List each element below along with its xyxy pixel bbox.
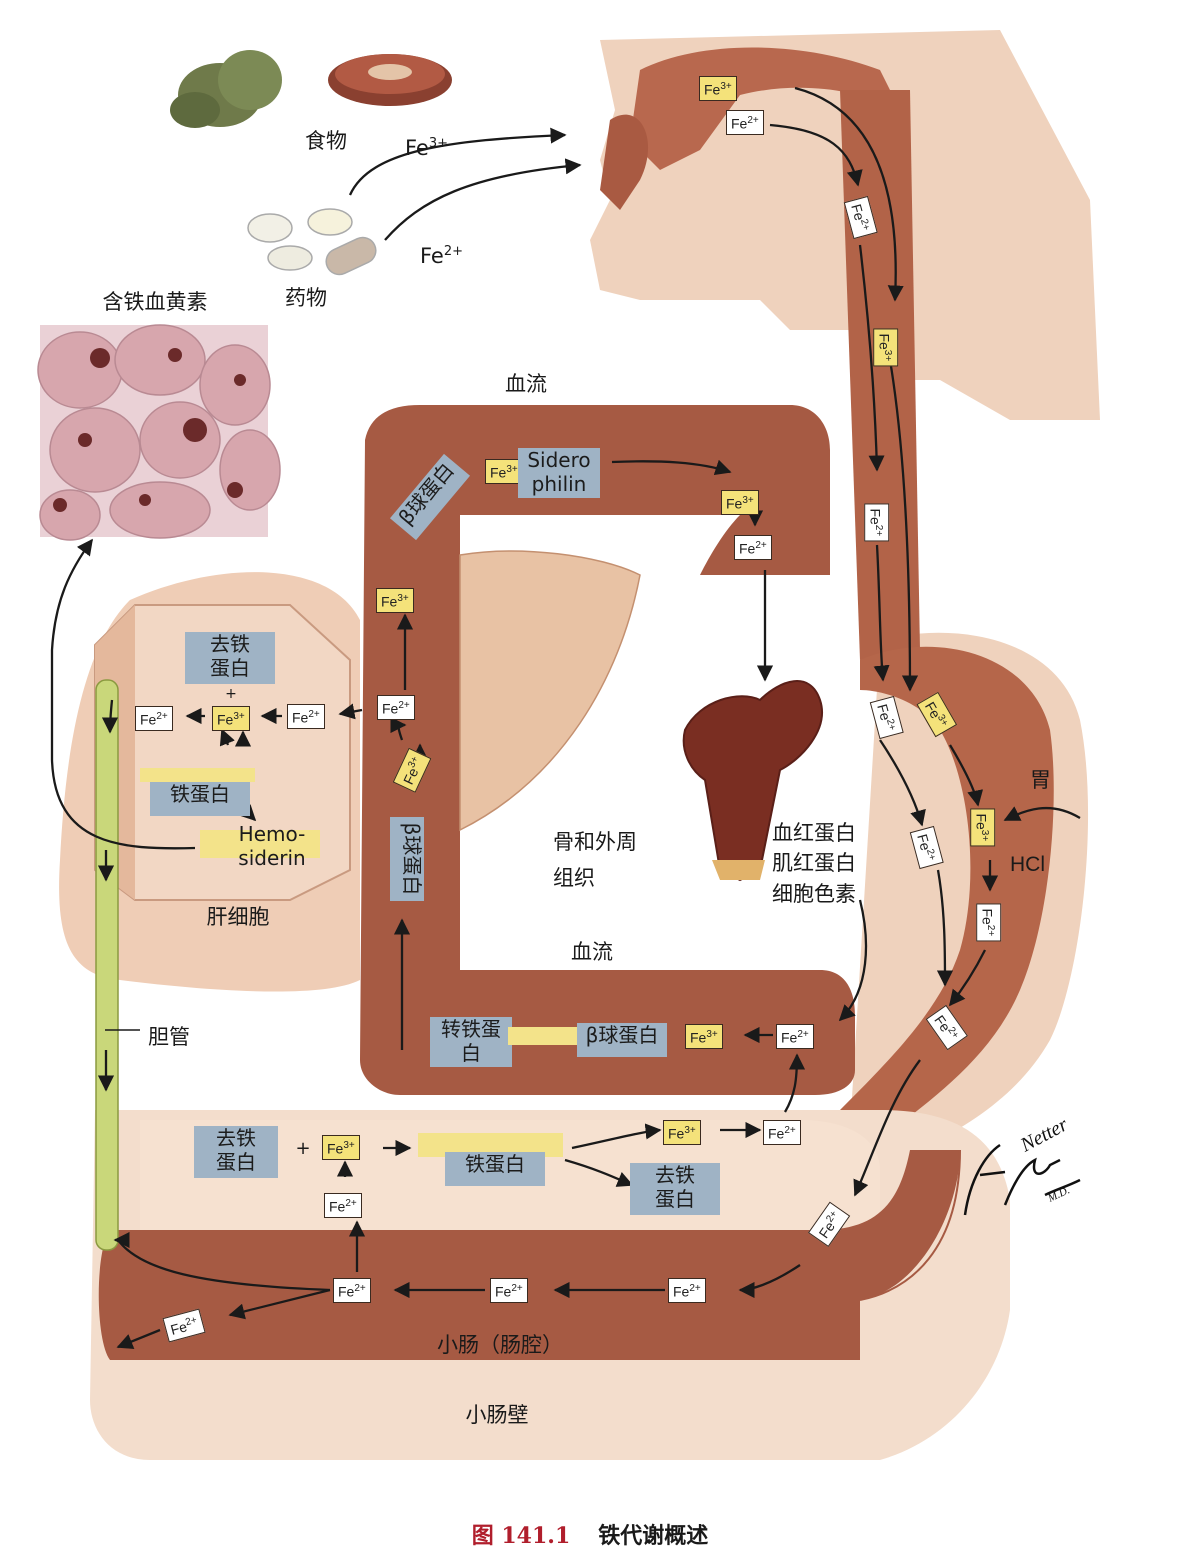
ferritin-gut: 铁蛋白 xyxy=(445,1152,545,1186)
hemosiderin-protein: Hemo- siderin xyxy=(238,822,306,870)
ion-fe2-lumen-1: Fe2+ xyxy=(668,1278,706,1303)
ion-fe2-mouth: Fe2+ xyxy=(726,110,764,135)
ion-fe2-blood-bottom: Fe2+ xyxy=(776,1024,814,1049)
tongue-shape xyxy=(600,114,649,210)
bloodflow-top-label: 血流 xyxy=(505,372,547,396)
ion-fe2-esophagus-2: Fe2+ xyxy=(864,503,890,542)
ion-fe3-mouth: Fe3+ xyxy=(699,76,737,101)
plus-gut: + xyxy=(295,1138,311,1159)
ion-fe2-mucosa-out: Fe2+ xyxy=(763,1120,801,1145)
ion-fe2-blood-left: Fe2+ xyxy=(377,695,415,720)
ferritin-iron-bar xyxy=(140,768,255,782)
netter-signature: Netter M.D. xyxy=(963,1120,1081,1216)
ion-fe2-liver-left: Fe2+ xyxy=(135,706,173,731)
food-greens xyxy=(170,50,282,128)
figure-caption: 图 141.1 铁代谢概述 xyxy=(0,1518,1180,1550)
figure-number: 图 141.1 xyxy=(471,1523,571,1549)
ion-fe2-stomach-2: Fe2+ xyxy=(976,903,1002,942)
hcl-label: HCl xyxy=(1010,853,1045,876)
ion-fe3-mucosa-out: Fe3+ xyxy=(663,1120,701,1145)
svg-text:Netter: Netter xyxy=(1016,1120,1072,1157)
ferritin-liver: 铁蛋白 xyxy=(150,782,250,816)
ion-fe2-liver-right: Fe2+ xyxy=(287,704,325,729)
stomach-lumen xyxy=(840,646,1054,1140)
ion-fe3-bone-route: Fe3+ xyxy=(721,490,759,515)
beta-globulin-left: β球蛋白 xyxy=(390,817,424,901)
transferrin: 转铁蛋 白 xyxy=(430,1017,512,1067)
hemosiderin-iron-bar xyxy=(200,830,320,858)
food-label: 食物 xyxy=(305,129,347,153)
ion-fe2-mucosa: Fe2+ xyxy=(324,1193,362,1218)
oral-cavity xyxy=(630,47,900,170)
apoferritin-gut: 去铁 蛋白 xyxy=(194,1126,278,1178)
intestine-lumen xyxy=(98,1150,960,1360)
fe3-food-label: Fe3+ xyxy=(405,136,449,160)
ion-fe2-lumen-2: Fe2+ xyxy=(490,1278,528,1303)
fe2-medicine-label: Fe2+ xyxy=(420,244,464,268)
hepatocyte-label: 肝细胞 xyxy=(206,905,270,929)
siderophilin: Sidero philin xyxy=(518,448,600,498)
ion-fe3-stomach: Fe3+ xyxy=(970,808,996,847)
heme-products-label: 血红蛋白 肌红蛋白 细胞色素 xyxy=(772,821,856,906)
ion-fe2-lumen-3: Fe2+ xyxy=(333,1278,371,1303)
ion-fe2-bone-route: Fe2+ xyxy=(734,535,772,560)
apoferritin-liver: 去铁 蛋白 xyxy=(185,632,275,684)
plus-liver: + xyxy=(225,686,237,702)
figure-title: 铁代谢概述 xyxy=(598,1523,709,1549)
ion-fe3-liver: Fe3+ xyxy=(212,706,250,731)
hemosiderin-label: 含铁血黄素 xyxy=(102,290,208,314)
ion-fe3-mucosa: Fe3+ xyxy=(322,1135,360,1160)
medicine-label: 药物 xyxy=(285,286,327,310)
bone-femur xyxy=(682,680,823,882)
stomach-label: 胃 xyxy=(1030,768,1051,792)
transferrin-iron-bar xyxy=(508,1027,578,1045)
ion-fe3-blood-left-1: Fe3+ xyxy=(376,588,414,613)
ion-fe3-esophagus-1: Fe3+ xyxy=(873,328,899,367)
ion-fe3-blood-bottom: Fe3+ xyxy=(685,1024,723,1049)
bile-duct xyxy=(95,679,119,1251)
intestine-lumen-label: 小肠（肠腔） xyxy=(437,1333,563,1357)
bile-duct-label: 胆管 xyxy=(148,1025,190,1049)
intestine-wall-label: 小肠壁 xyxy=(465,1403,529,1427)
bone-tissue-label: 骨和外周 组织 xyxy=(553,830,637,890)
liver-slice xyxy=(459,550,641,832)
svg-text:M.D.: M.D. xyxy=(1045,1184,1071,1205)
food-meat xyxy=(328,54,452,106)
medicine-pills xyxy=(247,208,377,276)
apoferritin-gut-2: 去铁 蛋白 xyxy=(630,1163,720,1215)
beta-globulin-bottom: β球蛋白 xyxy=(577,1023,667,1057)
bloodflow-bottom-label: 血流 xyxy=(571,940,613,964)
